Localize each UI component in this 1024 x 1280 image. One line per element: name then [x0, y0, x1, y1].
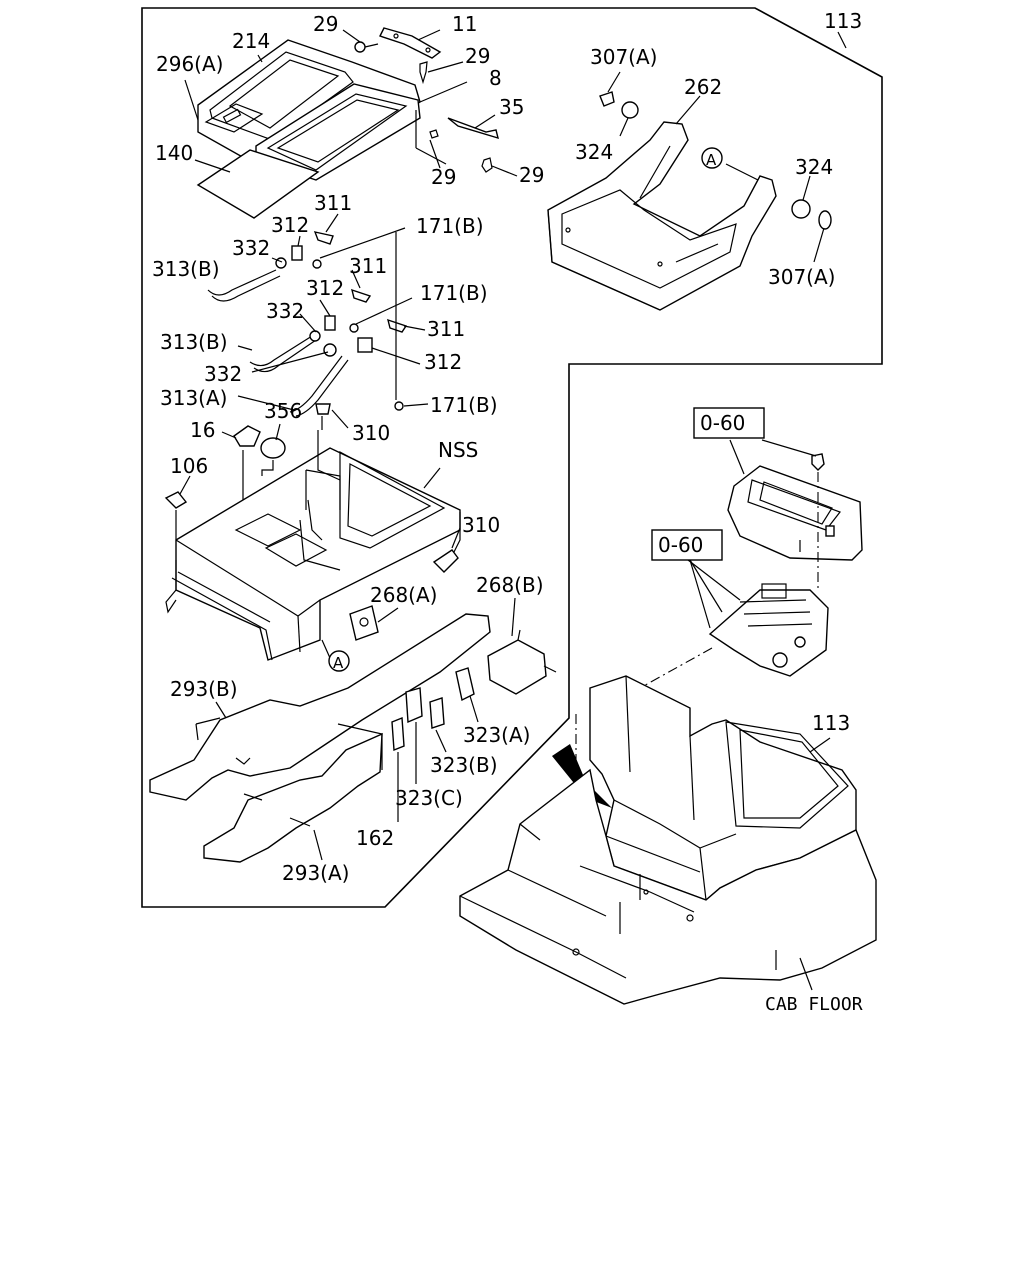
ref-box-0-60-upper [693, 407, 765, 439]
label-113-b: 113 [812, 711, 850, 735]
ref-box-0-60-lower [651, 529, 723, 561]
label-323a: 323(A) [463, 723, 530, 747]
label-310-b: 310 [462, 513, 500, 537]
label-312-b: 312 [306, 276, 344, 300]
clips-handles [207, 231, 408, 417]
leader-lines-console [179, 409, 461, 659]
label-29-a: 29 [313, 12, 338, 36]
label-16: 16 [190, 418, 215, 442]
leader-lines-mid-left [237, 213, 429, 411]
leader-lines-top-left [184, 29, 518, 177]
label-29-c: 29 [431, 165, 456, 189]
label-310-a: 310 [352, 421, 390, 445]
label-323c: 323(C) [395, 786, 463, 810]
leader-lines-cab-floor [687, 439, 831, 991]
label-311-c: 311 [427, 317, 465, 341]
label-cab-floor: CAB FLOOR [765, 994, 863, 1015]
lid-cover-group [196, 39, 421, 219]
label-268b: 268(B) [476, 573, 544, 597]
label-113-a: 113 [824, 9, 862, 33]
label-324-a: 324 [575, 140, 613, 164]
label-262: 262 [684, 75, 722, 99]
label-307a-b: 307(A) [768, 265, 835, 289]
label-332-c: 332 [204, 362, 242, 386]
label-140: 140 [155, 141, 193, 165]
screw-bracket-top [354, 27, 499, 173]
leader-lines-ducts [215, 597, 516, 861]
label-35: 35 [499, 95, 524, 119]
label-296a: 296(A) [156, 52, 223, 76]
label-162: 162 [356, 826, 394, 850]
label-29-d: 29 [519, 163, 544, 187]
label-307a-a: 307(A) [590, 45, 657, 69]
label-106: 106 [170, 454, 208, 478]
label-nss: NSS [438, 438, 478, 462]
label-268a: 268(A) [370, 583, 437, 607]
label-171b-a: 171(B) [416, 214, 484, 238]
label-311-a: 311 [314, 191, 352, 215]
tray-group [547, 91, 832, 311]
label-293b: 293(B) [170, 677, 238, 701]
assembly-frame [141, 7, 883, 908]
label-11: 11 [452, 12, 477, 36]
label-0-60-lower: 0-60 [658, 533, 703, 557]
label-circle-a-right: A [706, 151, 717, 169]
label-circle-a-left: A [333, 654, 344, 672]
label-312-a: 312 [271, 213, 309, 237]
label-171b-b: 171(B) [420, 281, 488, 305]
label-29-b: 29 [465, 44, 490, 68]
duct-group [149, 613, 557, 863]
label-332-b: 332 [266, 299, 304, 323]
label-356: 356 [264, 399, 302, 423]
label-324-b: 324 [795, 155, 833, 179]
label-332-a: 332 [232, 236, 270, 260]
console-body-group [164, 403, 461, 661]
label-0-60-upper: 0-60 [700, 411, 745, 435]
leader-lines-tray [607, 31, 847, 263]
label-313a: 313(A) [160, 386, 227, 410]
circle-marker-a-left [328, 650, 350, 672]
label-311-b: 311 [349, 254, 387, 278]
label-8: 8 [489, 66, 502, 90]
label-323b: 323(B) [430, 753, 498, 777]
circle-marker-a-right [701, 147, 723, 169]
label-313b-a: 313(B) [152, 257, 220, 281]
label-312-c: 312 [424, 350, 462, 374]
cab-floor-group [459, 453, 877, 1005]
label-214: 214 [232, 29, 270, 53]
label-313b-b: 313(B) [160, 330, 228, 354]
label-293a: 293(A) [282, 861, 349, 885]
label-171b-c: 171(B) [430, 393, 498, 417]
